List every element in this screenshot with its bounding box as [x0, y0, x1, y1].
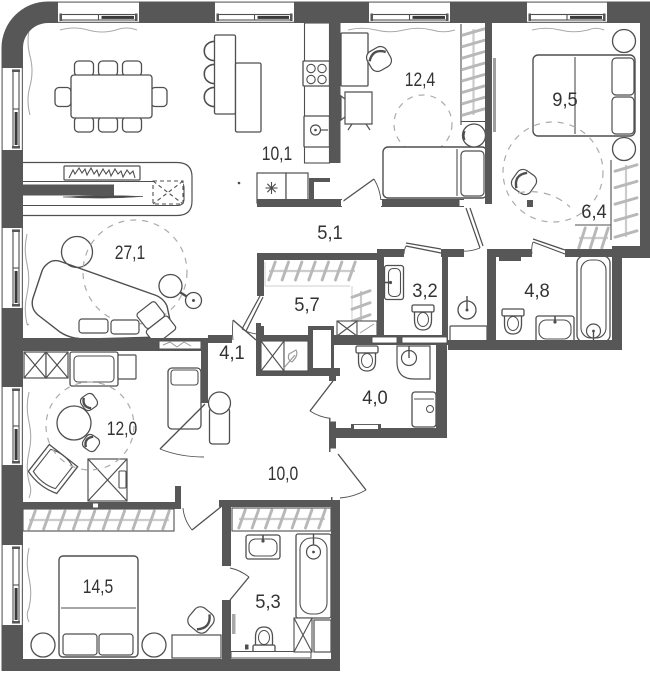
svg-text:4,8: 4,8	[524, 280, 550, 302]
svg-text:12,4: 12,4	[405, 69, 436, 91]
svg-text:4,0: 4,0	[362, 387, 388, 409]
svg-text:3,2: 3,2	[412, 280, 438, 302]
svg-text:10,1: 10,1	[262, 143, 293, 165]
svg-text:14,5: 14,5	[83, 576, 114, 598]
svg-text:4,1: 4,1	[219, 342, 245, 364]
svg-text:5,1: 5,1	[317, 222, 343, 244]
svg-text:12,0: 12,0	[107, 418, 138, 440]
svg-text:6,4: 6,4	[581, 201, 607, 223]
svg-text:9,5: 9,5	[552, 89, 578, 111]
svg-text:10,0: 10,0	[268, 463, 299, 485]
svg-text:5,7: 5,7	[294, 294, 320, 316]
svg-text:5,3: 5,3	[255, 591, 281, 613]
svg-text:27,1: 27,1	[115, 242, 146, 264]
